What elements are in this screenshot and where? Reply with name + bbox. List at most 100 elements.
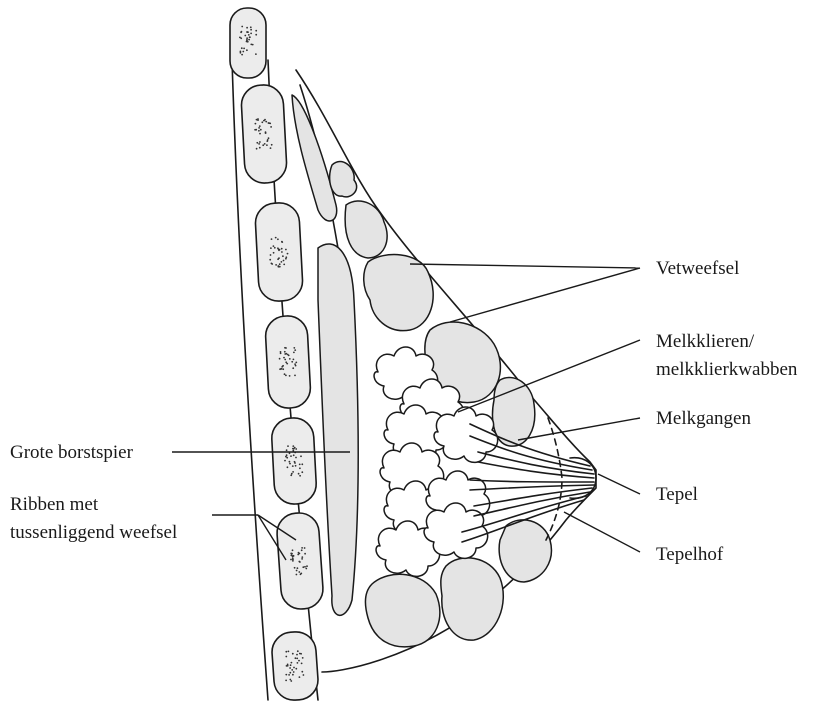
rib-dot — [289, 463, 291, 465]
rib-3 — [254, 202, 303, 302]
rib-dot — [248, 39, 250, 41]
rib-dot — [294, 349, 296, 351]
rib-dot — [293, 454, 295, 456]
rib-dot — [285, 651, 287, 653]
rib-1 — [230, 8, 266, 78]
rib-dot — [304, 566, 306, 568]
label-grote-borstspier: Grote borstspier — [10, 442, 134, 463]
rib-dot — [293, 667, 295, 669]
rib-dot — [255, 123, 257, 125]
fat-lobule — [365, 574, 440, 647]
rib-dot — [296, 654, 298, 656]
milk-duct — [470, 480, 594, 482]
rib-dot — [295, 657, 297, 659]
rib-dot — [301, 549, 303, 551]
rib-dot — [280, 352, 282, 354]
rib-dot — [301, 663, 303, 665]
rib-7 — [271, 631, 320, 702]
rib-dot — [278, 257, 280, 259]
rib-dot — [292, 555, 294, 557]
rib-column — [230, 8, 324, 701]
rib-dot — [256, 142, 258, 144]
rib-dot — [295, 465, 297, 467]
leader-tepelhof — [564, 512, 640, 552]
rib-dot — [285, 258, 287, 260]
rib-dot — [292, 445, 294, 447]
rib-dot — [246, 37, 248, 39]
rib-dot — [298, 660, 300, 662]
rib-dot — [297, 567, 299, 569]
fat-lobule — [499, 520, 551, 582]
rib-dot — [275, 237, 277, 239]
rib-dot — [275, 264, 277, 266]
rib-dot — [270, 126, 272, 128]
rib-dot — [283, 260, 285, 262]
label-vetweefsel: Vetweefsel — [656, 258, 739, 279]
rib-dot — [295, 448, 297, 450]
rib-dot — [278, 266, 280, 268]
rib-dot — [258, 143, 260, 145]
rib-dot — [285, 347, 287, 349]
rib-dot — [286, 449, 288, 451]
rib-dot — [282, 255, 284, 257]
rib-dot — [286, 454, 288, 456]
rib-dot — [298, 561, 300, 563]
rib-dot — [288, 674, 290, 676]
rib-dot — [294, 375, 296, 377]
rib-dot — [255, 30, 257, 32]
rib-dot — [296, 574, 298, 576]
rib-dot — [283, 357, 285, 359]
rib-dot — [277, 247, 279, 249]
rib-dot — [271, 238, 273, 240]
rib-dot — [263, 120, 265, 122]
leader-tepel — [598, 474, 640, 494]
rib-dot — [284, 359, 286, 361]
rib-dot — [246, 49, 248, 51]
rib-dot — [285, 656, 287, 658]
rib-dot — [277, 238, 279, 240]
rib-dot — [285, 375, 287, 377]
rib-dot — [289, 358, 291, 360]
rib-dot — [284, 351, 286, 353]
rib-dot — [300, 653, 302, 655]
rib-dot — [279, 263, 281, 265]
rib-dot — [295, 362, 297, 364]
rib-dot — [289, 461, 291, 463]
rib-dot — [301, 547, 303, 549]
rib-dot — [291, 473, 293, 475]
rib-dot — [293, 448, 295, 450]
label-melkklieren-line1: Melkklieren/ — [656, 331, 755, 352]
rib-dot — [289, 667, 291, 669]
rib-dot — [304, 553, 306, 555]
rib-dot — [257, 118, 259, 120]
rib-dot — [281, 241, 283, 243]
rib-dot — [301, 463, 303, 465]
rib-dot — [289, 679, 291, 681]
rib-dot — [259, 125, 261, 127]
rib-4 — [265, 315, 312, 409]
rib-dot — [290, 554, 292, 556]
rib-dot — [291, 669, 293, 671]
rib-dot — [260, 129, 262, 131]
rib-dot — [290, 474, 292, 476]
rib-dot — [284, 353, 286, 355]
rib-dot — [282, 368, 284, 370]
rib-dot — [273, 252, 275, 254]
rib-dot — [290, 664, 292, 666]
rib-dot — [297, 554, 299, 556]
rib-dot — [303, 674, 305, 676]
rib-dot — [246, 41, 248, 43]
rib-dot — [255, 34, 257, 36]
rib-dot — [304, 547, 306, 549]
rib-dot — [298, 473, 300, 475]
rib-dot — [273, 245, 275, 247]
rib-dot — [302, 657, 304, 659]
rib-dot — [256, 148, 258, 150]
rib-dot — [296, 658, 298, 660]
fat-lobule — [345, 201, 387, 258]
rib-dot — [281, 251, 283, 253]
rib-dot — [242, 51, 244, 53]
fat-lobule — [441, 558, 503, 640]
rib-dot — [293, 359, 295, 361]
rib-2 — [240, 84, 287, 184]
